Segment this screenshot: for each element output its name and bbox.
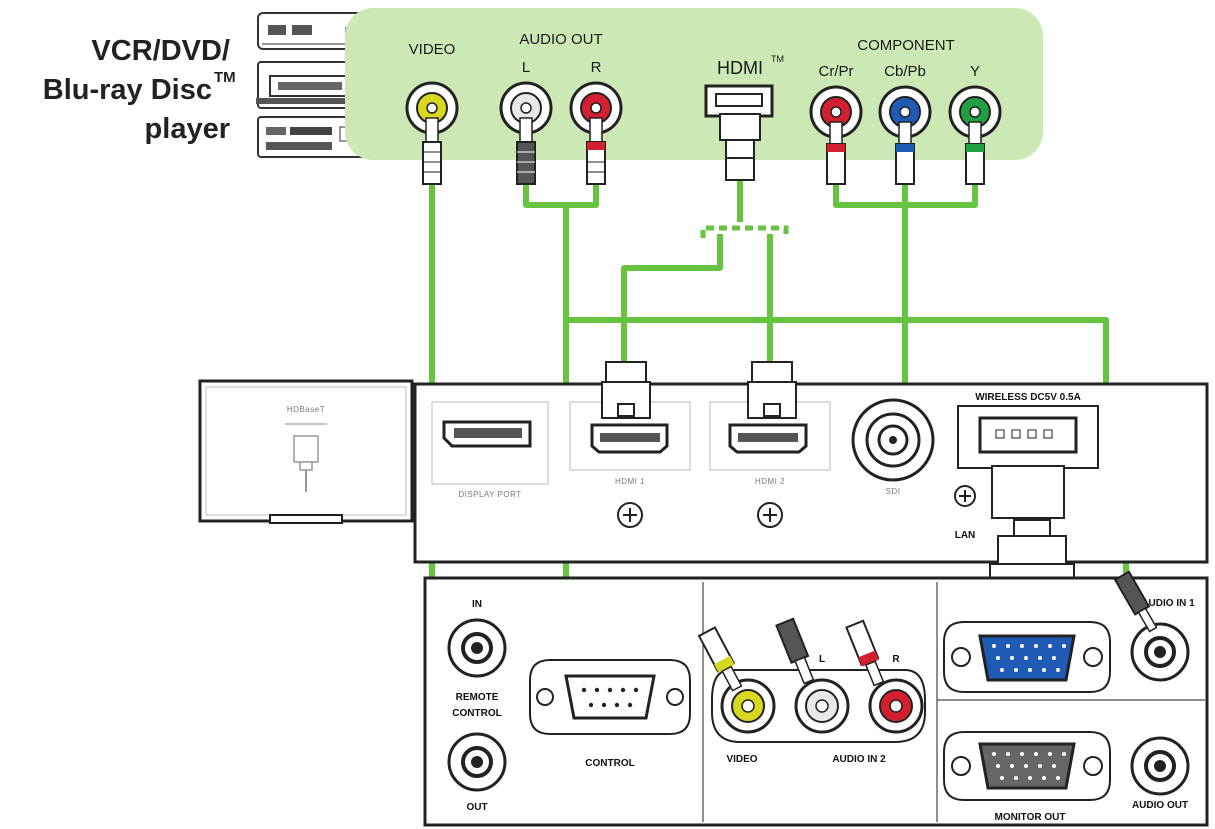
audio-in2-group: L R VIDEO AUDIO IN 2 — [711, 654, 926, 765]
remote-out-label: OUT — [466, 802, 487, 813]
y-label: Y — [970, 63, 980, 80]
control-label: CONTROL — [585, 758, 634, 769]
hdmi1-label: HDMI 1 — [615, 477, 645, 486]
plug-y — [965, 121, 985, 185]
plug-audio-l-lower — [775, 617, 815, 685]
audio-in2-l-label: L — [819, 654, 825, 665]
plug-audio-r-lower — [845, 619, 885, 687]
audio-in2-r-jack-red — [868, 678, 924, 734]
plug-audio-r — [586, 117, 606, 185]
hdmi1-plug — [601, 361, 651, 419]
vga-input-group — [943, 621, 1111, 693]
plug-video — [422, 117, 442, 185]
source-title-line2: Blu-ray Disc — [43, 74, 212, 106]
remote-control-label-2: CONTROL — [452, 708, 501, 719]
audio-in2-l-jack-white — [794, 678, 850, 734]
component-label: COMPONENT — [857, 37, 955, 54]
source-title-line3: player — [145, 113, 230, 145]
rca-jack-audio-r-red — [569, 81, 623, 135]
remote-control-label-1: REMOTE — [456, 692, 499, 703]
hdmi-source-label: HDMI — [717, 58, 763, 78]
monitor-out-group: MONITOR OUT — [943, 731, 1111, 823]
hdbaset-label: HDBaseT — [287, 405, 325, 414]
monitor-out-label: MONITOR OUT — [995, 812, 1066, 823]
control-port-group: CONTROL — [529, 659, 691, 769]
lan-label: LAN — [955, 530, 976, 541]
wireless-lan-group: WIRELESS DC5V 0.5A LAN — [954, 392, 1099, 541]
audio-in1-label: AUDIO IN 1 — [1141, 598, 1195, 609]
sdi-group: SDI — [851, 398, 935, 496]
display-port-group: DISPLAY PORT — [431, 401, 549, 499]
plug-cr-pr — [826, 121, 846, 185]
hdmi2-label: HDMI 2 — [755, 477, 785, 486]
audio-in2-r-label: R — [892, 654, 900, 665]
hdmi1-group: HDMI 1 — [569, 401, 691, 528]
lan-screw-icon — [954, 485, 976, 507]
wireless-label: WIRELESS DC5V 0.5A — [975, 392, 1081, 403]
video-in-label: VIDEO — [726, 754, 757, 765]
hdmi-tm: TM — [771, 54, 784, 64]
screw-icon-hdmi2 — [757, 502, 783, 528]
plug-audio-l — [516, 117, 536, 185]
video-in-jack-yellow — [720, 678, 776, 734]
rj45-icon — [293, 435, 319, 492]
source-title-tm: TM — [214, 69, 236, 86]
source-output-panel — [345, 8, 1043, 160]
audio-r-label: R — [591, 59, 602, 76]
rca-plugs-source — [422, 113, 985, 185]
cb-pb-label: Cb/Pb — [884, 63, 926, 80]
audio-in2-label: AUDIO IN 2 — [832, 754, 886, 765]
remote-control-group: IN REMOTE CONTROL OUT — [447, 599, 507, 813]
hdmi-cable-1 — [621, 234, 723, 362]
remote-in-label: IN — [472, 599, 482, 610]
source-title-line1: VCR/DVD/ — [91, 35, 230, 67]
hdmi-source-port — [704, 84, 774, 118]
audio-out-label: AUDIO OUT — [519, 31, 602, 48]
display-port-label: DISPLAY PORT — [458, 490, 521, 499]
sdi-label: SDI — [886, 487, 901, 496]
audio-in1-group: AUDIO IN 1 — [1113, 570, 1195, 682]
hdmi-splitter-dash — [700, 225, 789, 238]
cr-pr-label: Cr/Pr — [819, 63, 854, 80]
audio-l-label: L — [522, 59, 530, 76]
rca-jack-y-green — [948, 85, 1002, 139]
audio-cable-top — [523, 185, 599, 208]
video-out-label: VIDEO — [409, 41, 456, 58]
plug-audio-in1 — [1113, 570, 1158, 633]
plug-cb-pb — [895, 121, 915, 185]
screw-icon-hdmi1 — [617, 502, 643, 528]
plug-hdmi-source — [719, 113, 761, 181]
hdbaset-box: HDBaseT — [198, 379, 414, 524]
rca-jack-cr-pr-red — [809, 85, 863, 139]
plug-video-lower — [697, 626, 743, 692]
audio-out-label: AUDIO OUT — [1132, 800, 1188, 811]
hdmi2-plug — [747, 361, 797, 419]
audio-out-group: AUDIO OUT — [1130, 736, 1190, 811]
rca-plugs-lower — [697, 617, 885, 692]
